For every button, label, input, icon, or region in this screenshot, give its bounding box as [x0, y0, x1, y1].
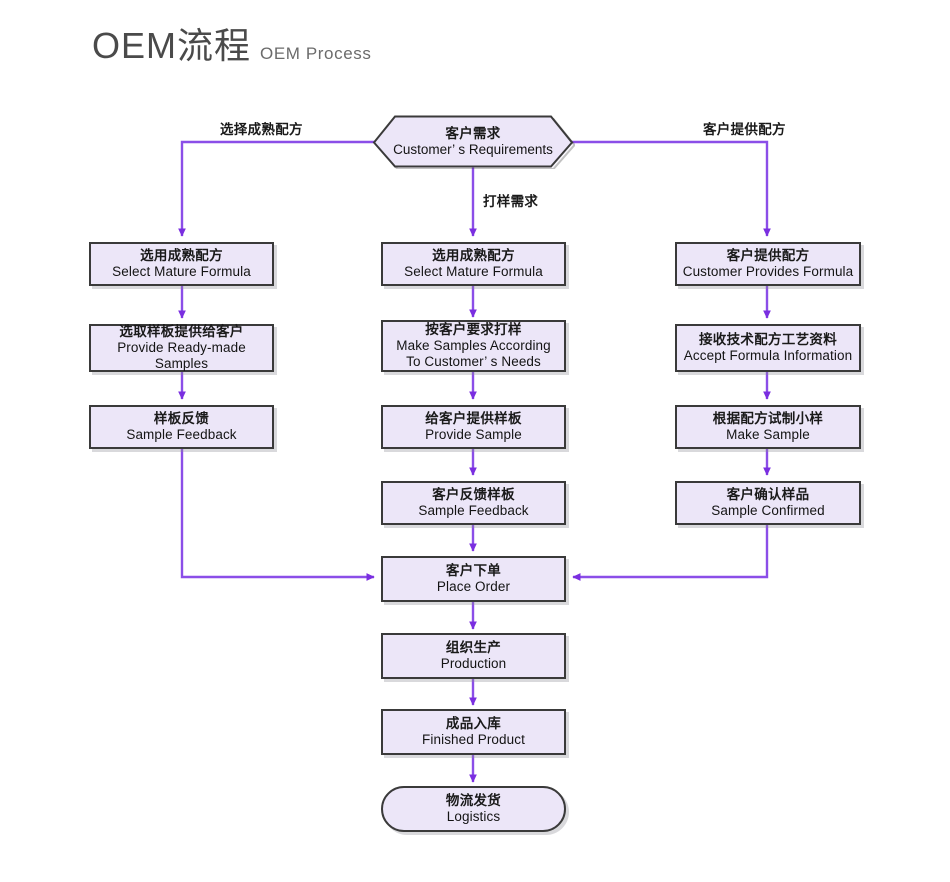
node-label-cn: 客户需求	[445, 125, 501, 141]
wire-right-to-order	[572, 525, 769, 581]
node-label-en: Provide Ready-made Samples	[117, 340, 246, 371]
node-label-en: Place Order	[436, 579, 511, 594]
edge-label-middle: 打样需求	[483, 194, 539, 209]
node-label-en: Select Mature Formula	[404, 264, 543, 279]
node-label-en: Sample Confirmed	[711, 503, 825, 518]
node-label-en: Sample Feedback	[418, 503, 529, 518]
node-right-make-sample[interactable]: 根据配方试制小样 Make Sample	[675, 405, 861, 449]
node-label-cn: 客户反馈样板	[432, 487, 515, 503]
node-label: 客户需求 Customer’ s Requirements	[393, 126, 553, 158]
edge-label-right: 客户提供配方	[703, 122, 786, 137]
hexagon-shape	[372, 115, 575, 169]
node-label-cn: 接收技术配方工艺资料	[699, 332, 837, 348]
node-label-en-2: To Customer’ s Needs	[406, 353, 541, 369]
node-middle-select-mature-formula[interactable]: 选用成熟配方 Select Mature Formula	[381, 242, 566, 286]
node-finished-product[interactable]: 成品入库 Finished Product	[381, 709, 566, 755]
wire-left-to-order	[180, 449, 375, 581]
node-label-cn: 物流发货	[445, 793, 502, 809]
node-place-order[interactable]: 客户下单 Place Order	[381, 556, 566, 602]
node-middle-make-samples[interactable]: 按客户要求打样 Make Samples According To Custom…	[381, 320, 566, 372]
node-label-en: Customer Provides Formula	[682, 264, 854, 279]
node-left-select-mature-formula[interactable]: 选用成熟配方 Select Mature Formula	[89, 242, 274, 286]
node-label-cn: 组织生产	[445, 640, 502, 656]
node-label-en: Customer’ s Requirements	[393, 141, 553, 157]
node-label-cn: 客户确认样品	[726, 487, 810, 503]
node-middle-sample-feedback[interactable]: 客户反馈样板 Sample Feedback	[381, 481, 566, 525]
node-label-cn: 给客户提供样板	[425, 411, 522, 427]
node-label-cn: 按客户要求打样	[425, 322, 522, 338]
node-left-provide-ready-made-samples[interactable]: 选取样板提供给客户 Provide Ready-made Samples	[89, 324, 274, 372]
node-label-en: Finished Product	[422, 732, 525, 747]
node-label-en: Sample Feedback	[126, 427, 237, 442]
node-right-customer-provides-formula[interactable]: 客户提供配方 Customer Provides Formula	[675, 242, 861, 286]
wire-start-to-left	[178, 140, 381, 237]
edge-label-left: 选择成熟配方	[220, 122, 303, 137]
page-title: OEM流程 OEM Process	[92, 28, 371, 64]
node-label-cn: 选用成熟配方	[432, 248, 515, 264]
node-label-en: Provide Sample	[425, 427, 522, 442]
node-customer-requirements[interactable]: 客户需求 Customer’ s Requirements	[371, 114, 575, 169]
page-title-en: OEM Process	[260, 44, 372, 63]
node-label-cn: 客户下单	[445, 563, 502, 579]
node-label-en: Select Mature Formula	[112, 264, 251, 279]
node-label-en: Logistics	[446, 809, 501, 824]
node-label-en: Make Sample	[726, 427, 810, 442]
node-right-accept-formula-information[interactable]: 接收技术配方工艺资料 Accept Formula Information	[675, 324, 861, 372]
node-label-cn: 选用成熟配方	[140, 248, 223, 264]
node-label-cn: 样板反馈	[153, 411, 210, 427]
node-logistics[interactable]: 物流发货 Logistics	[381, 786, 566, 832]
node-right-sample-confirmed[interactable]: 客户确认样品 Sample Confirmed	[675, 481, 861, 525]
node-production[interactable]: 组织生产 Production	[381, 633, 566, 679]
wire-start-to-right	[566, 140, 771, 237]
node-label-cn: 客户提供配方	[726, 248, 810, 264]
node-label-en: Accept Formula Information	[683, 348, 853, 363]
node-label-cn: 成品入库	[445, 716, 502, 732]
node-left-sample-feedback[interactable]: 样板反馈 Sample Feedback	[89, 405, 274, 449]
node-middle-provide-sample[interactable]: 给客户提供样板 Provide Sample	[381, 405, 566, 449]
page-title-cn: OEM流程	[92, 25, 252, 66]
node-label-en: Production	[440, 656, 507, 671]
node-label-cn: 选取样板提供给客户	[119, 324, 244, 340]
node-label-cn: 根据配方试制小样	[712, 411, 824, 427]
node-label-en: Make Samples According	[396, 338, 551, 354]
